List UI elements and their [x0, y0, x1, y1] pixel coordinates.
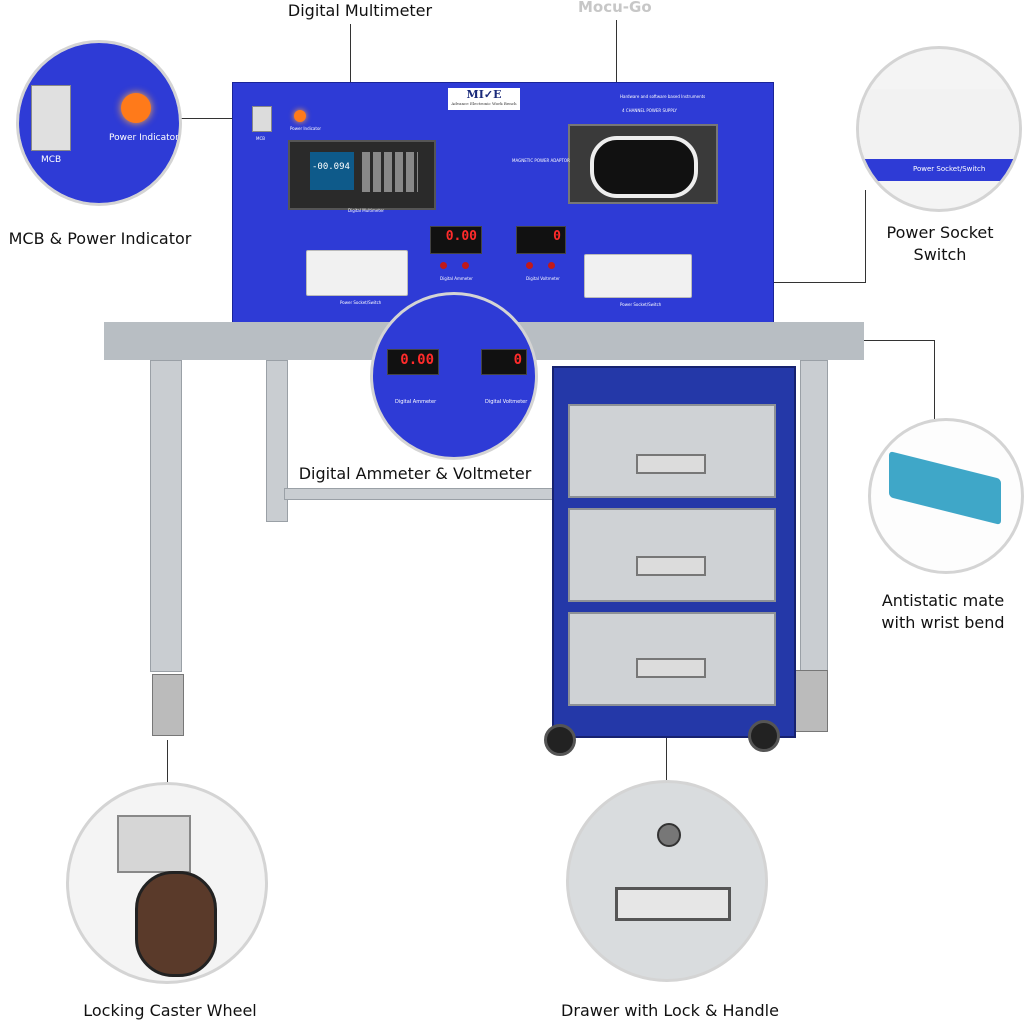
- power-indicator-lamp: [294, 110, 306, 122]
- meters-zoom-ammeter-label: Digital Ammeter: [395, 399, 437, 405]
- drawer-top[interactable]: [568, 404, 776, 498]
- digital-multimeter-label: Digital Multimeter: [287, 1, 433, 20]
- mcb-callout-circle: MCB Power Indicator: [16, 40, 182, 206]
- cabinet-wheel-right: [748, 720, 780, 752]
- voltmeter-knob-1[interactable]: [526, 262, 533, 269]
- leader-socket-h: [690, 282, 866, 283]
- mocu-go-label: Mocu-Go: [578, 0, 652, 16]
- multimeter-device: -00.094: [288, 140, 436, 210]
- drawer-callout-circle: [566, 780, 768, 982]
- antistatic-label: Antistatic mate with wrist bend: [881, 591, 1005, 632]
- socket-switch-left[interactable]: [306, 250, 408, 296]
- mcb-zoom-switch: [31, 85, 71, 151]
- ammeter-voltmeter-label: Digital Ammeter & Voltmeter: [298, 464, 532, 483]
- mcb-power-indicator-label: MCB & Power Indicator: [8, 229, 192, 248]
- leader-mcb: [178, 118, 250, 119]
- leg-front-right: [800, 360, 828, 682]
- leader-mocugo: [616, 20, 617, 140]
- panel-multimeter-label: Digital Multimeter: [348, 208, 385, 213]
- voltmeter-display: 0: [516, 226, 566, 254]
- cabinet-wheel-left: [544, 724, 576, 756]
- socket-zoom-plate: [859, 89, 1019, 181]
- leg-back-left: [266, 360, 288, 522]
- panel-voltmeter-label: Digital Voltmeter: [526, 276, 560, 281]
- drawer-handle-bottom[interactable]: [636, 658, 706, 678]
- panel-socket-right-label: Power Socket/Switch: [620, 302, 662, 307]
- right-caster[interactable]: [790, 670, 828, 732]
- mat-callout-circle: [868, 418, 1024, 574]
- drawer-zoom-handle: [615, 887, 731, 921]
- meters-zoom-voltmeter-label: Digital Voltmeter: [485, 399, 528, 405]
- mcb-zoom-mcb-label: MCB: [41, 155, 62, 165]
- power-socket-switch-label: Power Socket Switch: [886, 223, 994, 264]
- leader-mat-v: [934, 340, 935, 420]
- meters-callout-circle: 0.00 0 Digital Ammeter Digital Voltmeter: [370, 292, 538, 460]
- panel-socket-left-label: Power Socket/Switch: [340, 300, 382, 305]
- panel-mcb-label: MCB: [256, 136, 265, 141]
- socket-callout-circle: Power Socket/Switch: [856, 46, 1022, 212]
- ammeter-knob-1[interactable]: [440, 262, 447, 269]
- voltmeter-knob-2[interactable]: [548, 262, 555, 269]
- multimeter-reading: -00.094: [312, 162, 350, 172]
- crossbar: [284, 488, 554, 500]
- caster-zoom-wheel: [135, 871, 217, 977]
- drawer-lock-label: Drawer with Lock & Handle: [561, 1001, 779, 1020]
- left-caster[interactable]: [152, 674, 184, 736]
- leader-caster: [167, 740, 168, 784]
- socket-switch-right[interactable]: [584, 254, 692, 298]
- panel-power-indicator-label: Power Indicator: [290, 126, 322, 131]
- ammeter-knob-2[interactable]: [462, 262, 469, 269]
- panel-channel-power: 4 CHANNEL POWER SUPPLY: [622, 108, 677, 113]
- panel-hw-sw: Hardware and software based Instruments: [620, 94, 706, 99]
- multimeter-keypad[interactable]: [362, 152, 418, 192]
- drawer-middle[interactable]: [568, 508, 776, 602]
- mat-image: [889, 451, 1001, 525]
- mocu-go-screen: [590, 136, 698, 198]
- mcb-zoom-indicator-label: Power Indicator: [109, 133, 179, 143]
- locking-caster-label: Locking Caster Wheel: [83, 1001, 257, 1020]
- leg-front-left: [150, 360, 182, 672]
- leader-socket-v: [865, 190, 866, 283]
- mcb-switch[interactable]: [252, 106, 272, 132]
- multimeter-screen: [310, 152, 354, 190]
- ammeter-display: 0.00: [430, 226, 482, 254]
- caster-callout-circle: [66, 782, 268, 984]
- panel-magnetic-adaptor: MAGNETIC POWER ADAPTOR: [512, 158, 570, 163]
- socket-zoom-label: Power Socket/Switch: [913, 165, 986, 173]
- meters-zoom-ammeter: 0.00: [387, 349, 439, 375]
- caster-zoom-bracket: [117, 815, 191, 873]
- panel-ammeter-label: Digital Ammeter: [440, 276, 473, 281]
- mcb-zoom-lamp: [121, 93, 151, 123]
- drawer-zoom-lock: [657, 823, 681, 847]
- meters-zoom-voltmeter: 0: [481, 349, 527, 375]
- drawer-handle-middle[interactable]: [636, 556, 706, 576]
- drawer-handle-top[interactable]: [636, 454, 706, 474]
- mocu-go-module: [568, 124, 718, 204]
